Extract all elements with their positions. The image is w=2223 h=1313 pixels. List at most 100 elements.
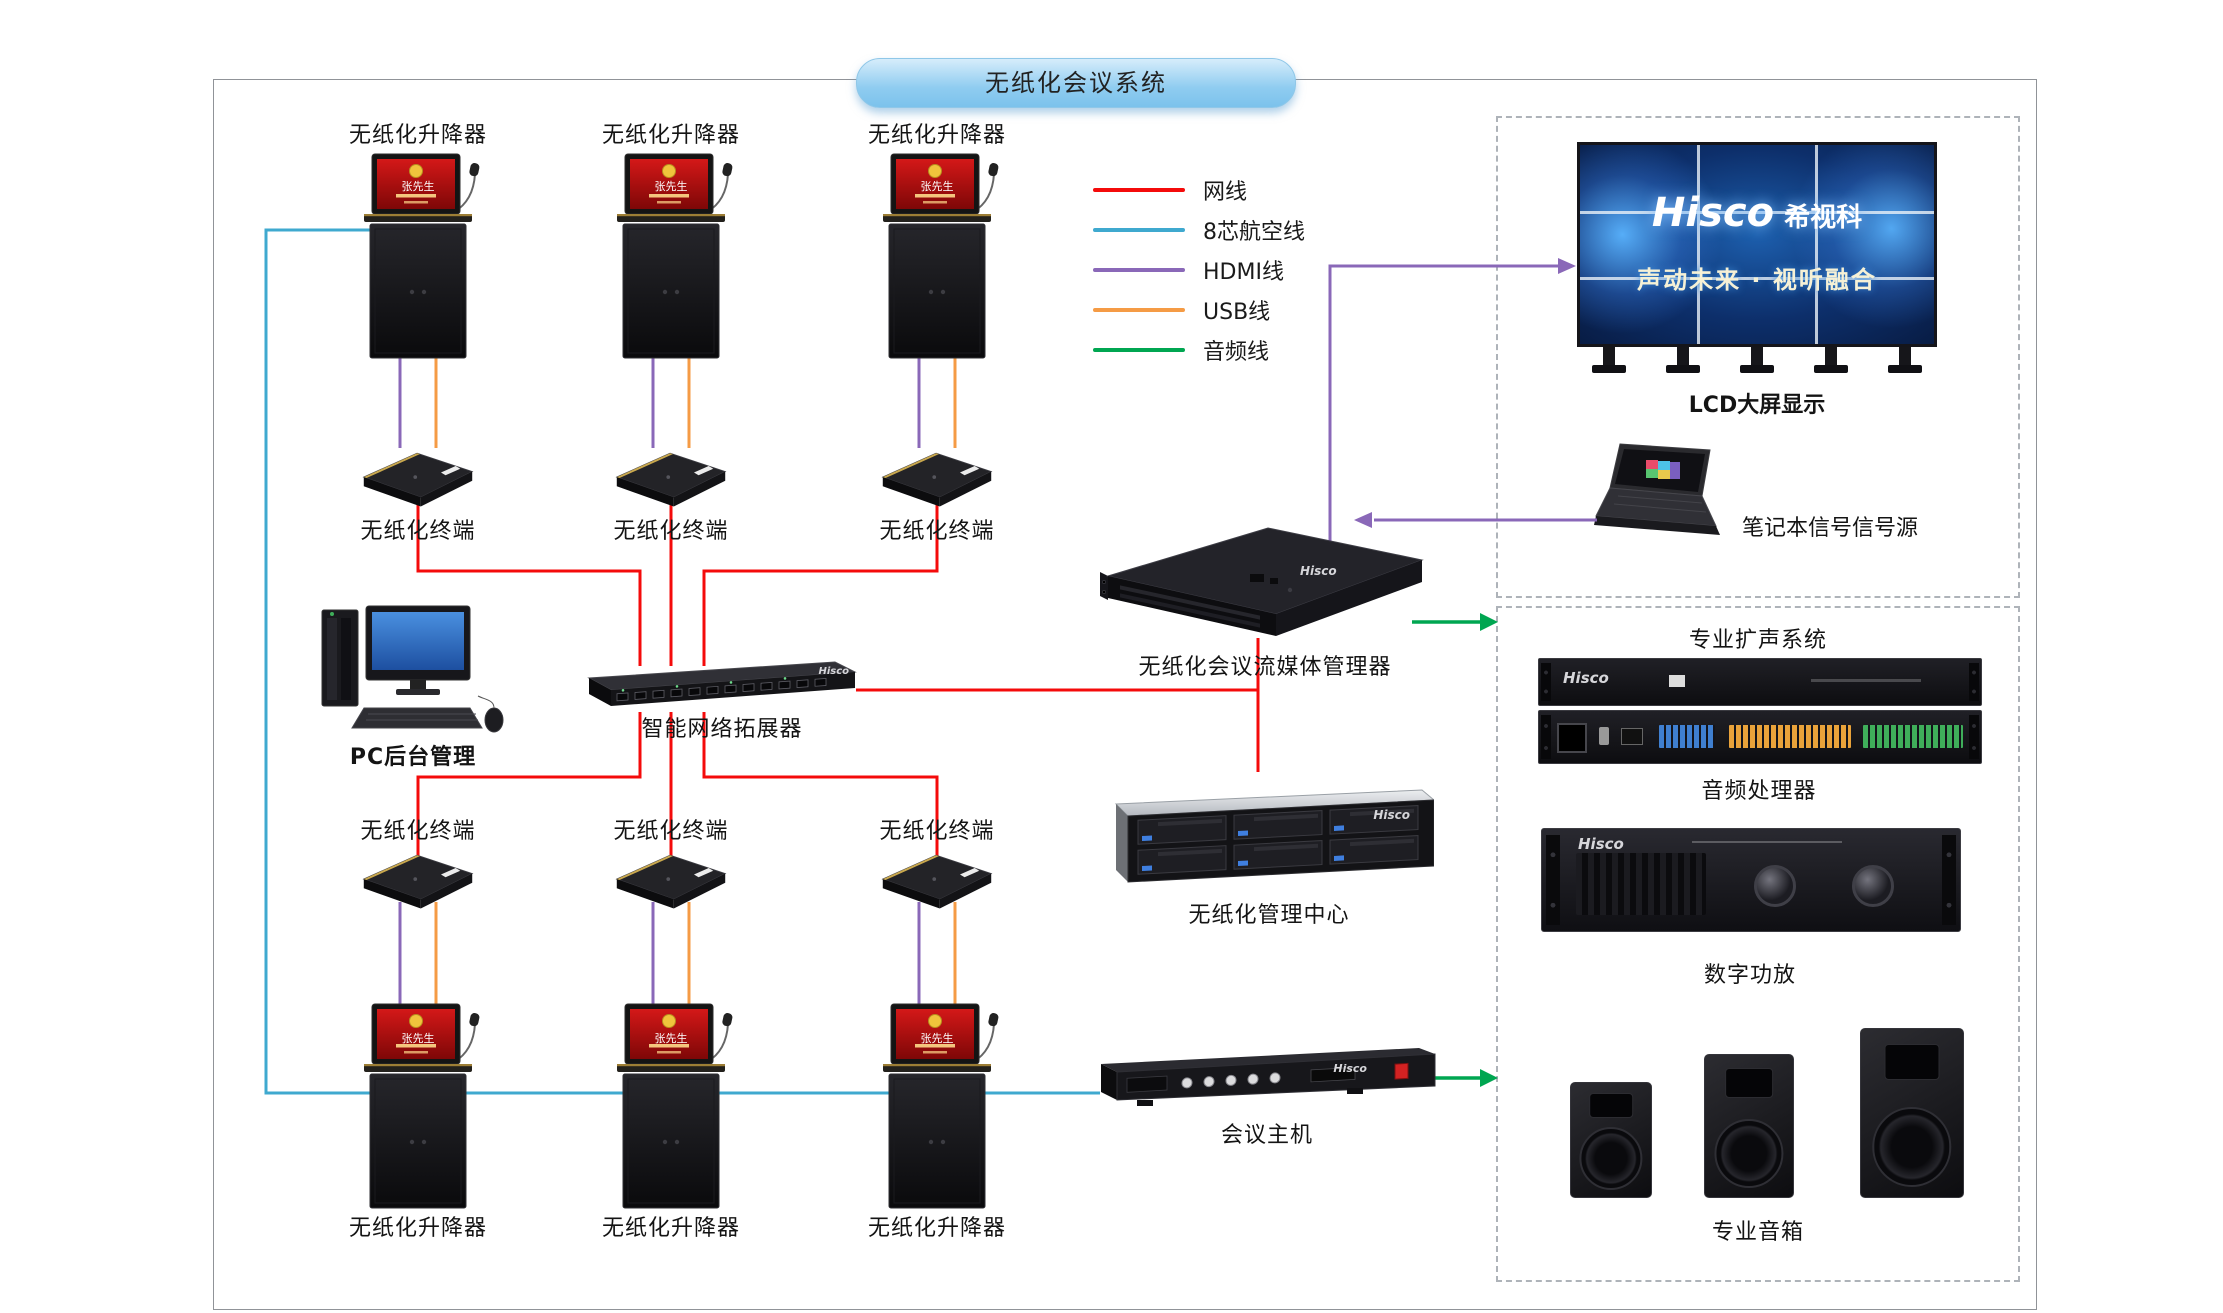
panel-text-row — [1811, 679, 1921, 682]
stand — [1888, 347, 1922, 373]
wall-bezel — [1814, 145, 1818, 344]
wall-bezel — [1580, 210, 1934, 214]
audio-cables — [1412, 613, 1498, 1087]
host-label: 会议主机 — [1220, 1123, 1313, 1148]
terminal-block-blue — [1659, 725, 1715, 748]
vent-grille — [1576, 853, 1706, 915]
rack-ear — [1969, 715, 1979, 759]
manager-brand-text: Hisco — [1300, 564, 1337, 578]
legend: 网线 8芯航空线 HDMI线 USB线 音频线 — [1093, 170, 1305, 370]
legend-label: USB线 — [1203, 300, 1271, 325]
center-label: 无纸化管理中心 — [1188, 903, 1350, 928]
terminal-label: 无纸化终端 — [879, 819, 995, 844]
pc-workstation: PC后台管理 — [318, 604, 508, 772]
legend-item-aviation: 8芯航空线 — [1093, 210, 1305, 250]
screen-name-text: 张先生 — [920, 1032, 954, 1045]
ch1-knob — [1754, 865, 1796, 907]
terminal-icon — [877, 444, 997, 512]
conference-host: Hisco 会议主机 — [1097, 1042, 1437, 1150]
center-brand-text: Hisco — [1373, 808, 1410, 822]
wall-brand-cn: 希视科 — [1784, 202, 1863, 233]
legend-label: 8芯航空线 — [1203, 220, 1305, 245]
server-icon — [1100, 520, 1430, 650]
legend-label: 网线 — [1203, 180, 1248, 205]
lifter-label: 无纸化升降器 — [601, 123, 740, 148]
speaker-small — [1570, 1082, 1652, 1198]
terminal-bottom-3: 无纸化终端 — [877, 818, 997, 914]
stand — [1666, 347, 1700, 373]
screen-name-text: 张先生 — [654, 1032, 688, 1045]
streaming-media-manager: Hisco 无纸化会议流媒体管理器 — [1100, 520, 1430, 682]
terminal-label: 无纸化终端 — [613, 819, 729, 844]
lifter-label: 无纸化升降器 — [348, 123, 487, 148]
switch-label: 智能网络拓展器 — [641, 717, 803, 742]
processor-unit-1: Hisco — [1538, 658, 1982, 706]
stand — [1814, 347, 1848, 373]
usb-cables — [434, 356, 957, 1010]
switch-brand-text: Hisco — [818, 666, 849, 677]
legend-item-audio: 音频线 — [1093, 330, 1305, 370]
woofer — [1872, 1107, 1952, 1187]
screen-name-text: 张先生 — [920, 180, 954, 193]
wall-bezel — [1580, 276, 1934, 280]
power-switch — [1599, 727, 1609, 745]
terminal-block-green — [1863, 725, 1963, 748]
terminal-label: 无纸化终端 — [360, 519, 476, 544]
wall-brand-en: Hisco — [1651, 189, 1775, 236]
pc-label: PC后台管理 — [349, 745, 477, 770]
net-cables — [416, 500, 1260, 856]
legend-item-net: 网线 — [1093, 170, 1305, 210]
net-line-swatch — [1093, 188, 1185, 192]
wall-slogan-text: 声动未来 · 视听融合 — [1637, 266, 1877, 295]
sound-zone-title: 专业扩声系统 — [1688, 628, 1827, 653]
speaker-large — [1860, 1028, 1964, 1198]
lifter-top-1: 无纸化升降器 张先生 — [338, 122, 498, 365]
terminal-block-orange — [1729, 725, 1851, 748]
terminal-top-1: 无纸化终端 — [358, 444, 478, 546]
hdmi-line-swatch — [1093, 268, 1185, 272]
pc-icon — [318, 604, 508, 744]
legend-label: 音频线 — [1203, 340, 1270, 365]
host-icon — [1097, 1042, 1437, 1114]
lifter-bottom-2: 张先生 无纸化升降器 — [591, 1000, 751, 1243]
terminal-label: 无纸化终端 — [613, 519, 729, 544]
usb-port — [1669, 675, 1685, 687]
lifter-top-3: 无纸化升降器 张先生 — [857, 122, 1017, 365]
switch-icon — [587, 660, 857, 712]
terminal-bottom-2: 无纸化终端 — [611, 818, 731, 914]
legend-item-hdmi: HDMI线 — [1093, 250, 1305, 290]
screen-name-text: 张先生 — [401, 180, 435, 193]
rack-ear — [1546, 835, 1560, 925]
page-title: 无纸化会议系统 — [856, 58, 1296, 108]
terminal-top-2: 无纸化终端 — [611, 444, 731, 546]
server-icon — [1104, 770, 1434, 900]
processor-unit-2 — [1538, 710, 1982, 764]
usb-line-swatch — [1093, 308, 1185, 312]
panel-text-row — [1692, 841, 1842, 843]
woofer — [1714, 1119, 1784, 1189]
stand — [1592, 347, 1626, 373]
lifter-label: 无纸化升降器 — [348, 1216, 487, 1241]
aviation-line-swatch — [1093, 228, 1185, 232]
sound-zone: 专业扩声系统 Hisco 音频处理器 — [1496, 606, 2020, 1282]
lcd-label: LCD大屏显示 — [1688, 393, 1826, 418]
horn-tweeter — [1725, 1067, 1773, 1099]
lifter-top-2: 无纸化升降器 张先生 — [591, 122, 751, 365]
lifter-bottom-1: 张先生 无纸化升降器 — [338, 1000, 498, 1243]
terminal-icon — [611, 444, 731, 512]
manager-label: 无纸化会议流媒体管理器 — [1138, 655, 1392, 680]
horn-tweeter — [1589, 1093, 1633, 1119]
processor-label: 音频处理器 — [1701, 779, 1817, 804]
wall-stands — [1577, 347, 1937, 377]
rack-ear — [1541, 715, 1551, 759]
horn-tweeter — [1884, 1044, 1940, 1080]
amplifier-label: 数字功放 — [1703, 963, 1796, 988]
woofer — [1579, 1126, 1643, 1191]
network-switch: Hisco 智能网络拓展器 — [587, 660, 857, 744]
rack-ear — [1969, 663, 1979, 701]
